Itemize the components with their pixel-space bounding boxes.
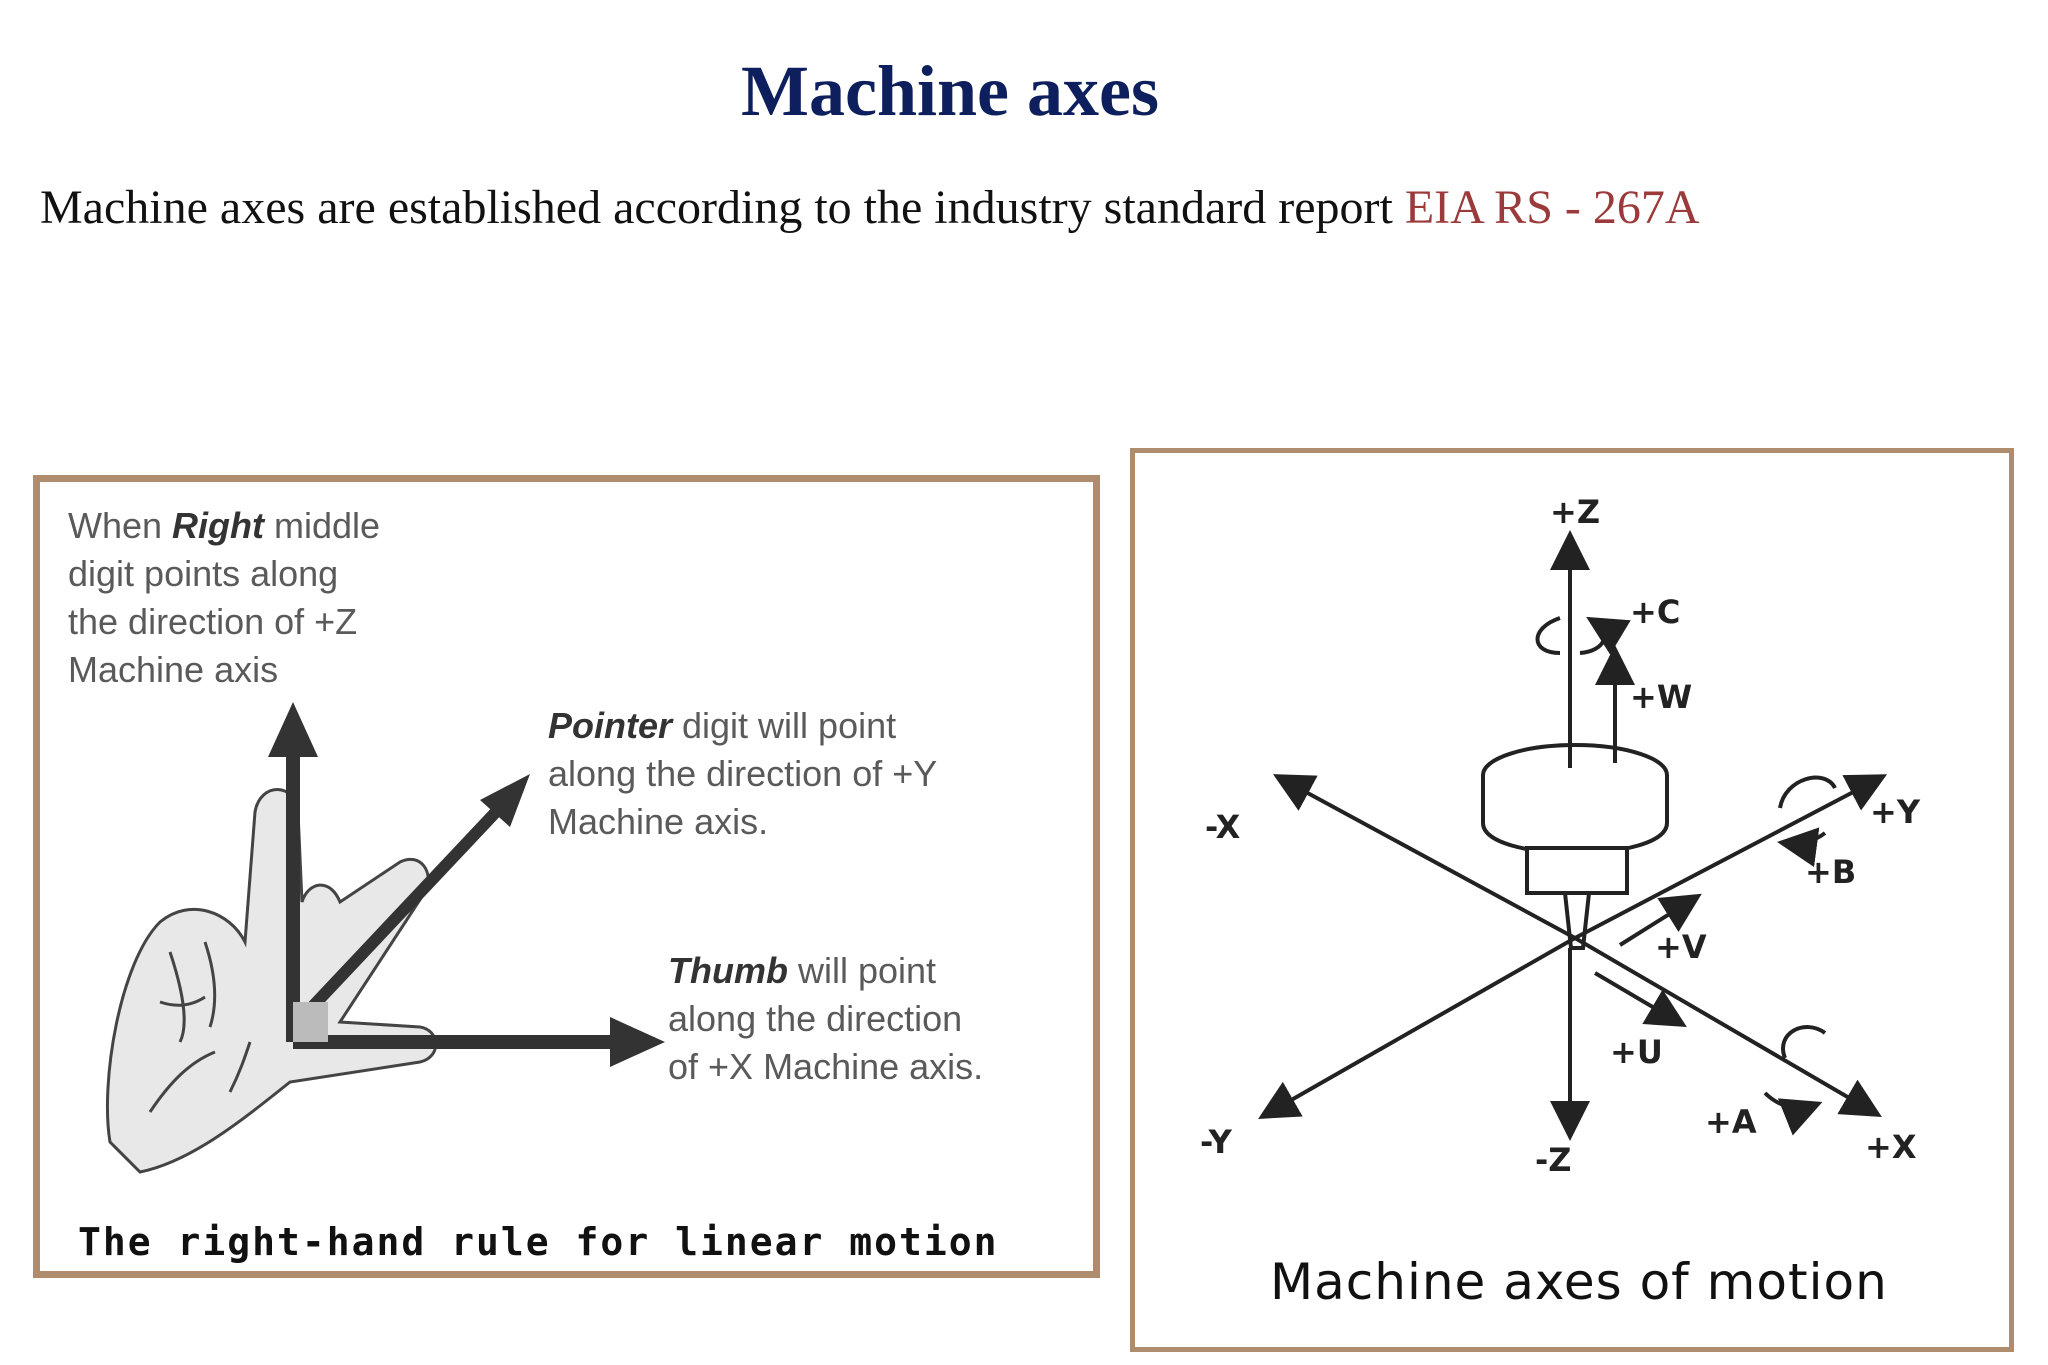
y-note-line-1: Pointer digit will point — [548, 705, 897, 746]
a-rotation-arrow — [1763, 1025, 1825, 1108]
y-negative-axis — [1258, 936, 1576, 1119]
x-arrow-head — [610, 1017, 665, 1067]
cutting-tool — [1563, 892, 1591, 950]
z-arrow-head — [268, 702, 318, 757]
hand-illustration — [105, 788, 438, 1174]
hand-palm — [105, 788, 438, 1174]
x-note-line-2: along the direction — [668, 998, 963, 1039]
x-axis-line — [1272, 774, 1576, 940]
y-note-line-3: Machine axis. — [548, 801, 769, 842]
label-plus-x: +X — [1865, 1128, 1917, 1166]
label-minus-x: -X — [1205, 808, 1241, 846]
v-arrow — [1618, 893, 1702, 947]
z-note-line-2: digit points along — [68, 553, 339, 594]
label-plus-y: +Y — [1870, 793, 1921, 831]
intro-body: Machine axes are established according t… — [40, 181, 1405, 234]
machine-axes-panel: +Z +C +W -X +Y +B +V +U -Y -Z +A +X Mach… — [1130, 448, 2014, 1352]
label-minus-z: -Z — [1535, 1141, 1571, 1179]
x-axis-note: Thumb will point along the direction of … — [668, 947, 983, 1091]
x-positive-axis — [1573, 936, 1882, 1118]
u-arrow — [1593, 971, 1687, 1028]
page-title: Machine axes — [741, 51, 1159, 131]
y-axis-line — [1574, 774, 1888, 940]
y-arrow-shaft — [293, 792, 515, 1027]
label-minus-y: -Y — [1200, 1123, 1233, 1161]
machine-axes-caption: Machine axes of motion — [1270, 1253, 1888, 1311]
z-note-line-4: Machine axis — [68, 649, 279, 690]
x-note-line-3: of +X Machine axis. — [668, 1046, 984, 1087]
y-note-line-2: along the direction of +Y — [548, 753, 938, 794]
x-note-line-1: Thumb will point — [668, 950, 937, 991]
origin-block — [293, 1002, 328, 1042]
spindle-body — [1481, 775, 1669, 855]
label-plus-c: +C — [1630, 593, 1680, 631]
label-plus-a: +A — [1705, 1103, 1757, 1141]
right-hand-rule-panel: When Right middle digit points along the… — [33, 475, 1100, 1278]
label-plus-u: +U — [1610, 1033, 1663, 1071]
right-hand-diagram — [105, 702, 665, 1174]
standard-reference: EIA RS - 267A — [1404, 181, 1700, 234]
machine-axes-diagram: +Z +C +W -X +Y +B +V +U -Y -Z +A +X — [1200, 493, 1921, 1179]
c-rotation-arrow — [1535, 618, 1605, 653]
intro-text: Machine axes are established according t… — [40, 180, 2020, 235]
hand-lines — [148, 1041, 252, 1113]
y-axis-note: Pointer digit will point along the direc… — [548, 702, 937, 846]
z-note-line-1: When Right middle — [68, 505, 381, 546]
y-arrow-head — [480, 774, 530, 827]
label-plus-b: +B — [1805, 853, 1856, 891]
right-hand-rule-caption: The right-hand rule for linear motion — [78, 1220, 999, 1264]
spindle-collar — [1525, 846, 1629, 895]
label-plus-w: +W — [1630, 678, 1692, 716]
finger-lines — [159, 941, 217, 1043]
label-plus-v: +V — [1655, 928, 1707, 966]
z-axis-note: When Right middle digit points along the… — [68, 502, 380, 694]
label-plus-z: +Z — [1550, 493, 1600, 531]
b-rotation-arrow — [1780, 775, 1837, 844]
z-note-line-3: the direction of +Z — [68, 601, 358, 642]
